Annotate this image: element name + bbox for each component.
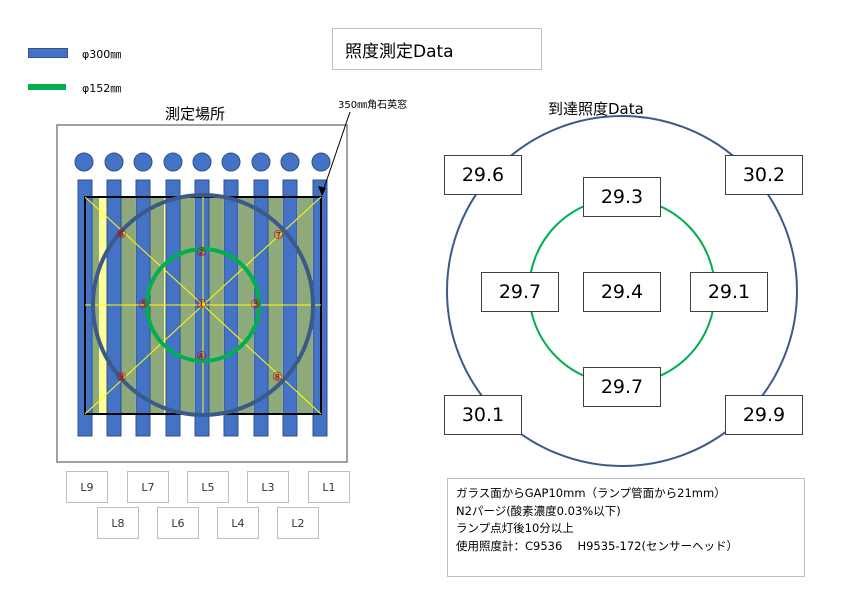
note-line: 使用照度計：C9536 H9535-172(センサーヘッド） (456, 538, 738, 553)
lamp-label-l4: L4 (217, 507, 259, 539)
lamp-tubes (77, 179, 328, 437)
measurement-location-heading: 測定場所 (165, 105, 226, 123)
note-line: ランプ点灯後10分以上 (456, 521, 574, 535)
quartz-window-label: 350㎜角石英窓 (338, 100, 408, 111)
value-center: 29.4 (583, 272, 661, 312)
lamp-label-l3: L3 (247, 471, 289, 503)
ring-152mm (145, 247, 261, 363)
point-8: ⑧ (272, 370, 283, 384)
point-6: ⑥ (116, 227, 127, 241)
value-inner-left: 29.7 (481, 272, 559, 312)
lamp-label-l7: L7 (127, 471, 169, 503)
radial-lines (84, 196, 322, 415)
value-top-left: 29.6 (444, 155, 522, 195)
lamp-label-l2: L2 (277, 507, 319, 539)
point-9: ⑨ (116, 370, 127, 384)
value-top-right: 30.2 (725, 155, 803, 195)
legend-label-152: φ152㎜ (82, 82, 122, 95)
lamp-label-l5: L5 (187, 471, 229, 503)
outer-ring (446, 115, 798, 467)
point-2: ② (196, 245, 207, 259)
page-title: 照度測定Data (332, 28, 542, 70)
legend-swatch-152 (28, 84, 66, 90)
lamp-label-l9: L9 (66, 471, 108, 503)
point-4: ④ (196, 349, 207, 363)
lamp-label-l8: L8 (97, 507, 139, 539)
ring-300mm (91, 193, 315, 417)
legend-label-300: φ300㎜ (82, 48, 122, 61)
point-7: ⑦ (273, 228, 284, 242)
value-inner-top: 29.3 (583, 177, 661, 217)
point-5: ⑤ (138, 297, 149, 311)
window-leader-arrow (321, 111, 351, 195)
note-line: N2パージ(酸素濃度0.03%以下) (456, 503, 621, 518)
note-line: ガラス面からGAP10mm（ランプ管面から21mm） (456, 486, 726, 500)
lamp-label-l6: L6 (157, 507, 199, 539)
lamp-label-l1: L1 (308, 471, 350, 503)
value-bottom-left: 30.1 (444, 395, 522, 435)
lamp-ends (74, 152, 331, 172)
irradiance-data-heading: 到達照度Data (548, 100, 644, 118)
value-bottom-right: 29.9 (725, 395, 803, 435)
legend-swatch-300 (28, 48, 68, 58)
point-3: ③ (250, 297, 261, 311)
measurement-notes: ガラス面からGAP10mm（ランプ管面から21mm） N2パージ(酸素濃度0.0… (447, 478, 805, 577)
value-inner-bottom: 29.7 (583, 367, 661, 407)
point-1: ① (196, 297, 207, 311)
value-inner-right: 29.1 (690, 272, 768, 312)
